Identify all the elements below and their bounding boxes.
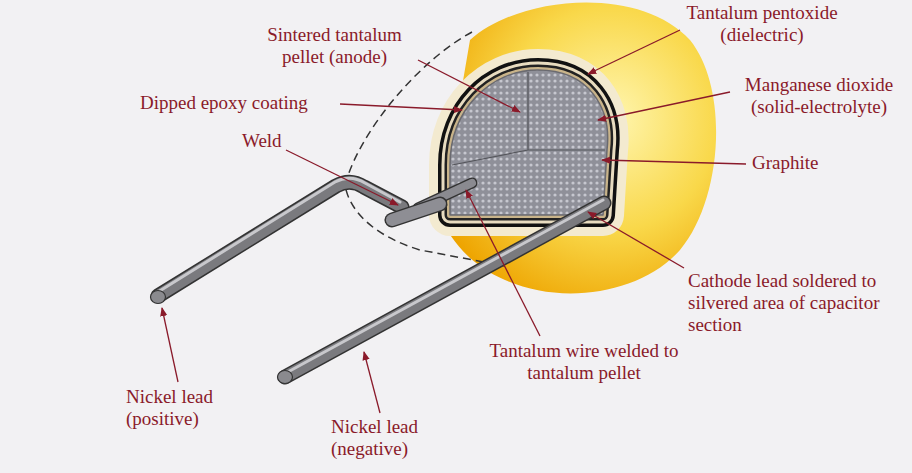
- epoxy-layer: [450, 70, 608, 215]
- positive-lead: [151, 178, 473, 303]
- leader-line: [418, 60, 520, 112]
- capacitor-section: [450, 70, 608, 215]
- weld: [392, 204, 440, 220]
- pellet-edge: [452, 72, 605, 165]
- part-label: Cathode lead soldered to silvered area o…: [688, 270, 888, 336]
- silver-layer: [450, 70, 608, 215]
- manganese-layer: [450, 70, 608, 215]
- leader-line: [598, 92, 730, 120]
- tantalum-pellet: [450, 70, 608, 215]
- leader-line: [364, 352, 380, 413]
- leader-line: [588, 212, 684, 268]
- leader-lines: [162, 30, 746, 413]
- part-label: Nickel lead (positive): [126, 386, 236, 430]
- leader-line: [340, 104, 462, 110]
- leader-line: [588, 30, 680, 74]
- part-label: Weld: [242, 130, 282, 152]
- part-label: Sintered tantalum pellet (anode): [252, 24, 417, 68]
- part-label: Tantalum wire welded to tantalum pellet: [470, 340, 698, 384]
- leader-line: [286, 150, 398, 205]
- epoxy-body: [440, 2, 716, 293]
- part-label: Manganese dioxide (solid-electrolyte): [730, 74, 908, 118]
- leader-line: [602, 160, 746, 164]
- part-label: Nickel lead (negative): [331, 416, 441, 460]
- leader-line: [162, 308, 178, 382]
- leader-line: [466, 190, 540, 336]
- dielectric-layer: [450, 70, 608, 215]
- part-label: Dipped epoxy coating: [140, 92, 308, 114]
- part-label: Tantalum pentoxide (dielectric): [672, 2, 852, 46]
- graphite-layer: [450, 70, 608, 215]
- part-label: Graphite: [752, 152, 818, 174]
